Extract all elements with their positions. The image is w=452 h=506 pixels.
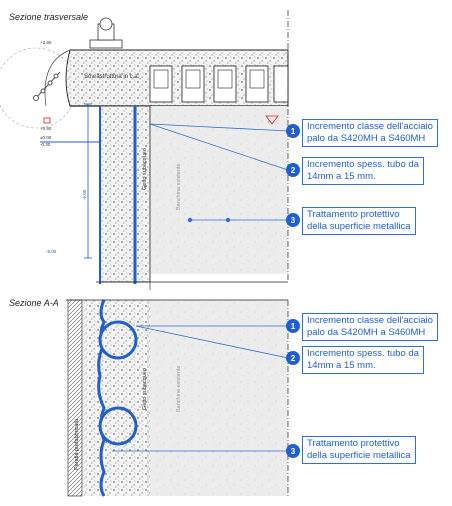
chain-ladder (33, 71, 61, 101)
label-dimension: -6.00 (82, 189, 87, 200)
label-marker-a: A (268, 119, 271, 124)
callout-badge-1-bottom: 1 (286, 319, 300, 333)
trench-boxes (149, 65, 289, 103)
callout-badge-1-top: 1 (286, 124, 300, 138)
callout-3-bottom-line1: Trattamento protettivo (307, 438, 400, 449)
callout-2-bottom-line1: Incremento spess. tubo da (307, 348, 419, 359)
label-banchina-top: Banchina esistente (176, 164, 182, 210)
label-getto-bottom: Getto subacqueo (142, 368, 148, 410)
bollard-icon (89, 17, 123, 49)
drawing-labels: Sovrastruttura in c.a. +2.80 +0.90 ±0.00… (40, 40, 271, 470)
top-section (0, 10, 289, 290)
crane-radius (0, 47, 77, 129)
callout-2-top-line2: 14mm a 15 mm. (307, 171, 376, 182)
section-title-bottom: Sezione A-A (9, 298, 59, 308)
existing-quay (150, 106, 288, 274)
label-elev5: -5.00 (46, 249, 57, 254)
callout-1-bottom-line2: palo da S420MH a S460MH (307, 327, 426, 338)
callout-3-top: Trattamento protettivo della superficie … (302, 207, 416, 235)
callout-badge-2-top: 2 (286, 163, 300, 177)
label-paratia: Paratia prefabbricata (74, 418, 80, 470)
callout-2-bottom-line2: 14mm a 15 mm. (307, 360, 376, 371)
existing-quay-bottom (148, 300, 288, 496)
callout-2-bottom: Incremento spess. tubo da 14mm a 15 mm. (302, 346, 424, 374)
callout-1-bottom: Incremento classe dell'acciaio palo da S… (302, 313, 438, 341)
label-banchina-bottom: Banchina esistente (176, 366, 182, 412)
callout-3-bottom-line2: della superficie metallica (307, 450, 411, 461)
section-marker-a (265, 115, 279, 125)
callout-1-top-line2: palo da S420MH a S460MH (307, 133, 426, 144)
callout-3-top-line1: Trattamento protettivo (307, 209, 400, 220)
pile-circle-lower (98, 406, 138, 446)
red-level-marker (43, 117, 51, 124)
blue-wall-outline (97, 299, 106, 497)
underwater-cast (99, 105, 151, 283)
label-superstructure: Sovrastruttura in c.a. (84, 74, 140, 80)
callout-badge-3-bottom: 3 (286, 444, 300, 458)
callout-badge-3-top: 3 (286, 213, 300, 227)
callout-2-top-line1: Incremento spess. tubo da (307, 159, 419, 170)
label-elev2: +0.90 (40, 126, 52, 131)
callout-3-top-line2: della superficie metallica (307, 221, 411, 232)
label-elev3: ±0.00 (40, 135, 52, 140)
callout-1-top: Incremento classe dell'acciaio palo da S… (302, 119, 438, 147)
pile-circle-upper (98, 320, 138, 360)
callout-3-bottom: Trattamento protettivo della superficie … (302, 436, 416, 464)
callout-1-top-line1: Incremento classe dell'acciaio (307, 121, 433, 132)
section-title-top: Sezione trasversale (9, 12, 89, 22)
label-getto-top: Getto subacqueo (142, 148, 148, 190)
callout-badge-2-bottom: 2 (286, 351, 300, 365)
callout-2-top: Incremento spess. tubo da 14mm a 15 mm. (302, 157, 424, 185)
bottom-section (66, 299, 289, 497)
callout-1-bottom-line1: Incremento classe dell'acciaio (307, 315, 433, 326)
leader-lines (112, 123, 289, 452)
label-elev4: -0.30 (40, 142, 51, 147)
label-elev1: +2.80 (40, 40, 52, 45)
